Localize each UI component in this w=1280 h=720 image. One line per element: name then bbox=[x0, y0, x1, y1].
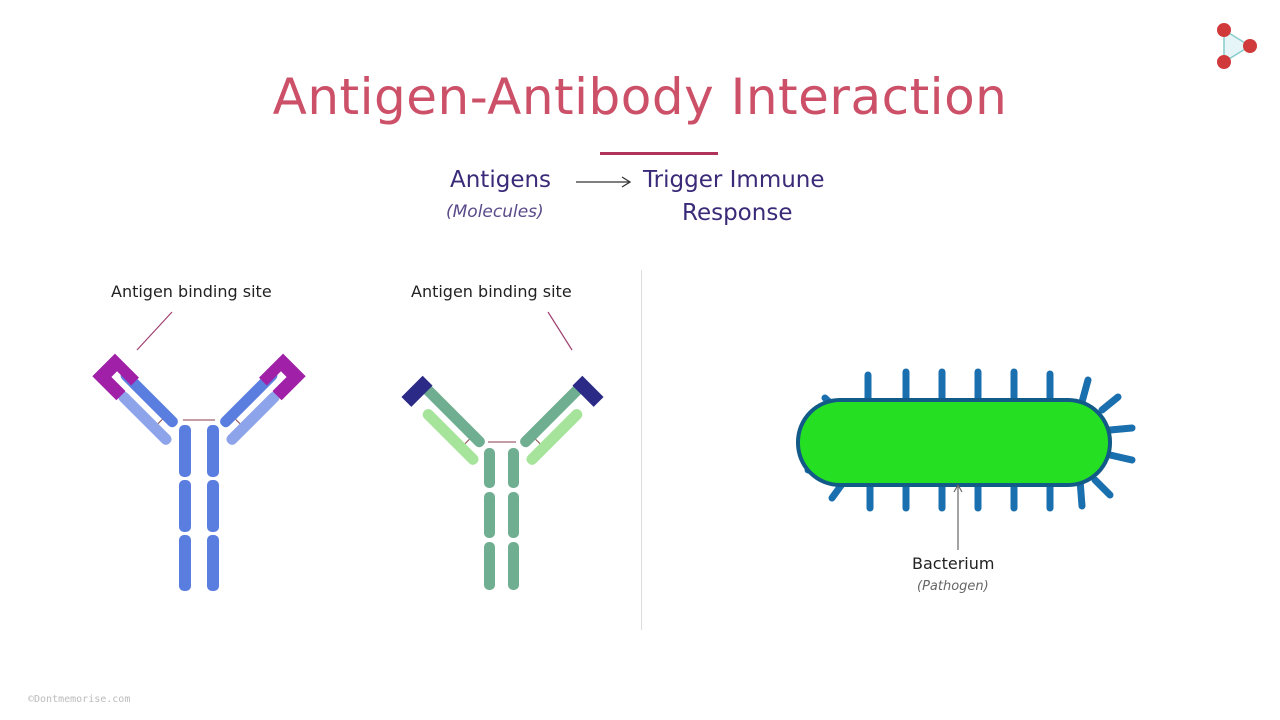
logo-icon bbox=[1217, 23, 1257, 69]
response-text: Response bbox=[682, 200, 793, 226]
bacterium-label: Bacterium bbox=[912, 554, 995, 573]
antigen-binding-site-label-1: Antigen binding site bbox=[111, 282, 272, 301]
bacterium-illustration bbox=[796, 368, 1136, 550]
antigen-binding-site-label-2: Antigen binding site bbox=[411, 282, 572, 301]
bacterium-body bbox=[796, 398, 1112, 487]
watermark: ©Dontmemorise.com bbox=[28, 694, 131, 705]
antibody-blue bbox=[91, 311, 307, 591]
section-divider bbox=[641, 270, 642, 630]
pathogen-note: (Pathogen) bbox=[917, 579, 989, 594]
arrow-icon bbox=[576, 176, 632, 188]
antibody-green bbox=[400, 311, 605, 590]
molecules-note: (Molecules) bbox=[446, 202, 544, 222]
antigens-text: Antigens bbox=[450, 167, 552, 193]
slide-title: Antigen-Antibody Interaction bbox=[272, 68, 1008, 126]
trigger-text: Trigger Immune bbox=[643, 167, 825, 193]
title-underline bbox=[600, 152, 718, 155]
antibody-diagrams bbox=[91, 311, 605, 591]
